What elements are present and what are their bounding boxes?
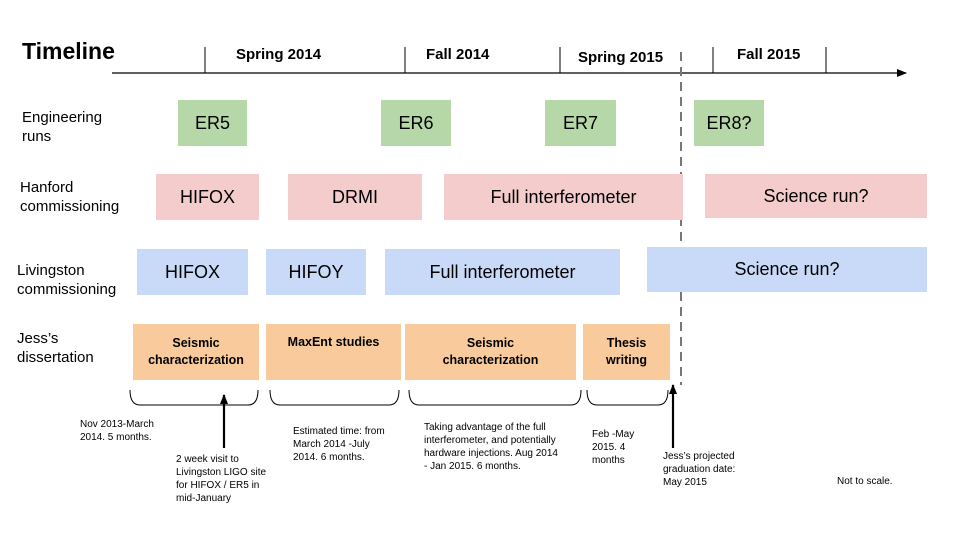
note-phase4: Feb -May 2015. 4 months [592,429,635,466]
livingston-phase-science-run: Science run? [647,247,927,292]
note-visit: 2 week visit to Livingston LIGO site for… [176,454,267,504]
row-label-livingston: Livingston commissioning [17,262,117,298]
note-scale: Not to scale. [837,476,893,487]
engineering-run-er8: ER8? [694,100,764,146]
note-phase3: Taking advantage of the full interferome… [424,422,558,472]
bracket-phase3 [408,389,582,406]
note-phase1: Nov 2013-March 2014. 5 months. [80,419,154,443]
dissertation-phase-maxent: MaxEnt studies [266,324,401,380]
note-phase2: Estimated time: from March 2014 -July 20… [293,426,385,463]
hanford-phase-hifox: HIFOX [156,174,259,220]
period-label: Spring 2015 [578,49,664,66]
period-label: Fall 2015 [737,46,801,63]
livingston-phase-hifox: HIFOX [137,249,248,295]
hanford-phase-science-run: Science run? [705,174,927,218]
hanford-phase-full-interferometer: Full interferometer [444,174,683,220]
note-graduation: Jess’s projected graduation date: May 20… [663,451,736,488]
bracket-phase1 [129,389,259,406]
period-label: Fall 2014 [426,46,490,63]
period-label: Spring 2014 [236,46,322,63]
row-label-dissertation: Jess’s dissertation [17,330,94,366]
row-label-hanford: Hanford commissioning [20,179,120,215]
hanford-phase-drmi: DRMI [288,174,422,220]
page-title: Timeline [22,38,115,64]
row-label-engineering: Engineering runs [22,109,103,145]
livingston-phase-full-interferometer: Full interferometer [385,249,620,295]
livingston-phase-hifoy: HIFOY [266,249,366,295]
bracket-phase4 [586,389,669,406]
engineering-run-er7: ER7 [545,100,616,146]
bracket-phase2 [269,389,400,406]
engineering-run-er5: ER5 [178,100,247,146]
engineering-run-er6: ER6 [381,100,451,146]
